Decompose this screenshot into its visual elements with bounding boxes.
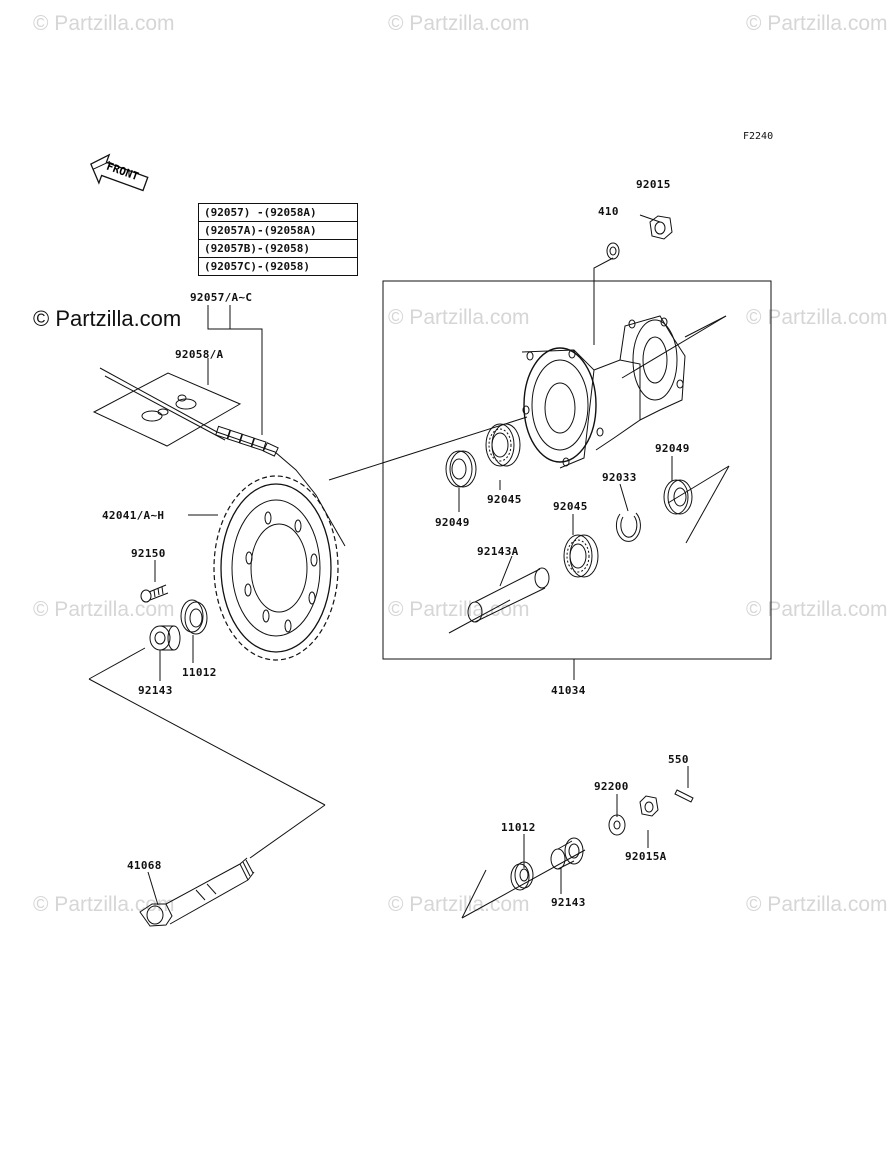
collar-right xyxy=(550,837,584,870)
spacer-92143A xyxy=(467,567,550,623)
part-label-92049-right: 92049 xyxy=(655,442,690,455)
bearing-mid xyxy=(563,534,599,578)
rear-sprocket xyxy=(213,475,339,661)
part-label-11012-left: 11012 xyxy=(182,666,217,679)
part-label-92045-top: 92045 xyxy=(487,493,522,506)
watermark: © Partzilla.com xyxy=(746,893,888,916)
watermark: © Partzilla.com xyxy=(33,12,175,35)
part-label-92049-left: 92049 xyxy=(435,516,470,529)
leader-410 xyxy=(593,257,614,345)
oil-seal-right xyxy=(663,479,693,515)
master-link xyxy=(92,372,242,447)
cotter-pin-550 xyxy=(674,789,694,803)
rear-hub xyxy=(521,315,686,469)
watermark: © Partzilla.com xyxy=(33,893,175,916)
drive-chain xyxy=(99,367,346,547)
hub-assembly-box xyxy=(382,280,772,660)
bearing-top xyxy=(485,423,521,467)
washer-92200 xyxy=(608,814,626,836)
part-label-92150: 92150 xyxy=(131,547,166,560)
part-label-92200: 92200 xyxy=(594,780,629,793)
watermark: © Partzilla.com xyxy=(388,12,530,35)
nut-92015 xyxy=(649,215,673,240)
part-label-92033: 92033 xyxy=(602,471,637,484)
leader-92015 xyxy=(639,214,661,223)
leader-92033 xyxy=(619,483,629,512)
part-label-92143-right: 92143 xyxy=(551,896,586,909)
part-label-550: 550 xyxy=(668,753,689,766)
dust-seal-left xyxy=(180,599,208,635)
part-label-41068: 41068 xyxy=(127,859,162,872)
leader-92143A xyxy=(499,555,513,587)
table-row: (92057C)-(92058) xyxy=(204,260,310,273)
watermark: © Partzilla.com xyxy=(388,893,530,916)
rear-axle xyxy=(139,857,255,927)
part-label-92015: 92015 xyxy=(636,178,671,191)
part-label-41034: 41034 xyxy=(551,684,586,697)
application-table: (92057) -(92058A) (92057A)-(92058A) (920… xyxy=(198,203,358,276)
watermark: © Partzilla.com xyxy=(388,598,530,621)
part-label-92058: 92058/A xyxy=(175,348,224,361)
circlip-92033 xyxy=(615,512,641,542)
washer-410 xyxy=(606,242,620,260)
watermark: © Partzilla.com xyxy=(746,598,888,621)
table-row: (92057B)-(92058) xyxy=(199,240,357,258)
front-arrow-icon xyxy=(90,153,149,192)
watermark: © Partzilla.com xyxy=(388,306,530,329)
watermark: © Partzilla.com xyxy=(746,306,888,329)
part-label-92143-left: 92143 xyxy=(138,684,173,697)
watermark: © Partzilla.com xyxy=(33,598,175,621)
part-label-92045-mid: 92045 xyxy=(553,500,588,513)
dust-seal-right xyxy=(510,861,534,891)
part-label-42041: 42041/A~H xyxy=(102,509,165,522)
watermark: © Partzilla.com xyxy=(746,12,888,35)
part-label-11012-right: 11012 xyxy=(501,821,536,834)
part-label-92015A: 92015A xyxy=(625,850,667,863)
part-label-92057: 92057/A~C xyxy=(190,291,253,304)
oil-seal-left xyxy=(445,450,477,488)
part-label-410: 410 xyxy=(598,205,619,218)
nut-92015A xyxy=(639,795,659,817)
collar-left xyxy=(149,625,181,651)
table-row: (92057A)-(92058A) xyxy=(199,222,357,240)
watermark-dark: © Partzilla.com xyxy=(33,306,182,331)
part-label-92143A: 92143A xyxy=(477,545,519,558)
diagram-code: F2240 xyxy=(743,131,774,142)
sprocket-bolt xyxy=(140,584,169,603)
table-row: (92057) -(92058A) xyxy=(199,204,357,222)
